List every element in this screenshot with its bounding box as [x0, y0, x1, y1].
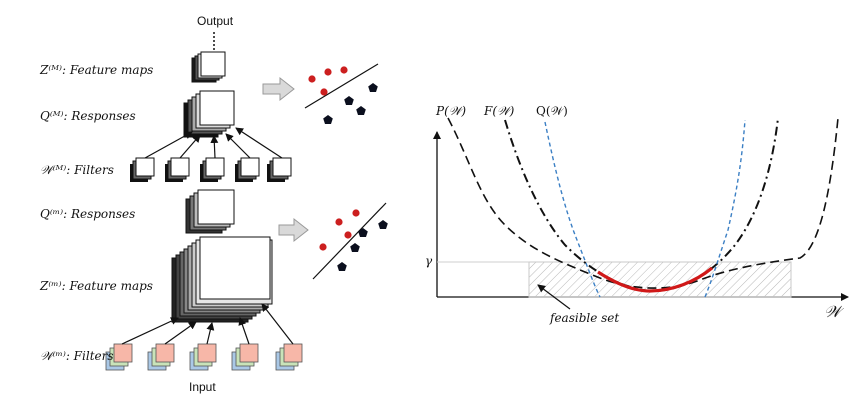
w-bottom-label: 𝒲⁽ᵐ⁾: Filters	[40, 349, 114, 363]
top-filters	[130, 157, 292, 182]
top-separating-line	[304, 63, 379, 109]
curve-p-label: P(𝒲)	[436, 104, 467, 118]
gamma-label: γ	[425, 254, 433, 268]
q-bottom-label: Q⁽ᵐ⁾: Responses	[40, 207, 136, 221]
w-top-label: 𝒲⁽ᴹ⁾: Filters	[40, 163, 114, 177]
red-dot	[340, 66, 348, 74]
optimal-arc	[597, 266, 714, 293]
black-pentagon	[337, 262, 347, 271]
black-pentagon	[356, 106, 366, 115]
red-dot	[319, 243, 327, 251]
feasible-set-pointer	[537, 284, 571, 310]
red-dot	[352, 209, 360, 217]
top-transition-arrow	[262, 76, 295, 102]
top-response-stack	[183, 90, 235, 138]
bottom-filters	[105, 343, 303, 371]
black-pentagon	[350, 243, 360, 252]
black-pentagon	[358, 228, 368, 237]
curve-q-label: Q(𝒲)	[536, 104, 568, 118]
z-bottom-label: Z⁽ᵐ⁾: Feature maps	[40, 279, 153, 293]
top-classifier-scatter	[304, 63, 379, 124]
feasible-set-label: feasible set	[550, 311, 620, 325]
x-axis-label: 𝒲	[824, 302, 841, 321]
curve-f-label: F(𝒲)	[484, 104, 515, 118]
black-pentagon	[344, 96, 354, 105]
black-pentagon	[378, 220, 388, 229]
bottom-separating-line	[312, 202, 387, 280]
output-label: Output	[197, 14, 234, 28]
bottom-classifier-scatter	[312, 202, 388, 280]
black-pentagon	[323, 115, 333, 124]
bottom-transition-arrow	[278, 217, 309, 243]
curve-f	[504, 117, 779, 293]
bottom-feature-map-stack	[171, 236, 273, 323]
bottom-filter-arrows	[121, 303, 294, 345]
red-dot	[324, 68, 332, 76]
top-filter-arrows	[144, 127, 283, 159]
q-top-label: Q⁽ᴹ⁾: Responses	[40, 109, 136, 123]
curve-p	[447, 117, 839, 289]
curve-q	[544, 119, 746, 298]
red-dot	[344, 231, 352, 239]
bottom-response-stack	[185, 189, 235, 234]
input-label: Input	[189, 380, 216, 394]
black-pentagon	[368, 83, 378, 92]
red-dot	[308, 75, 316, 83]
z-top-label: Z⁽ᴹ⁾: Feature maps	[40, 63, 154, 77]
top-feature-map-stack	[191, 51, 226, 83]
red-dot	[320, 88, 328, 96]
red-dot	[335, 218, 343, 226]
